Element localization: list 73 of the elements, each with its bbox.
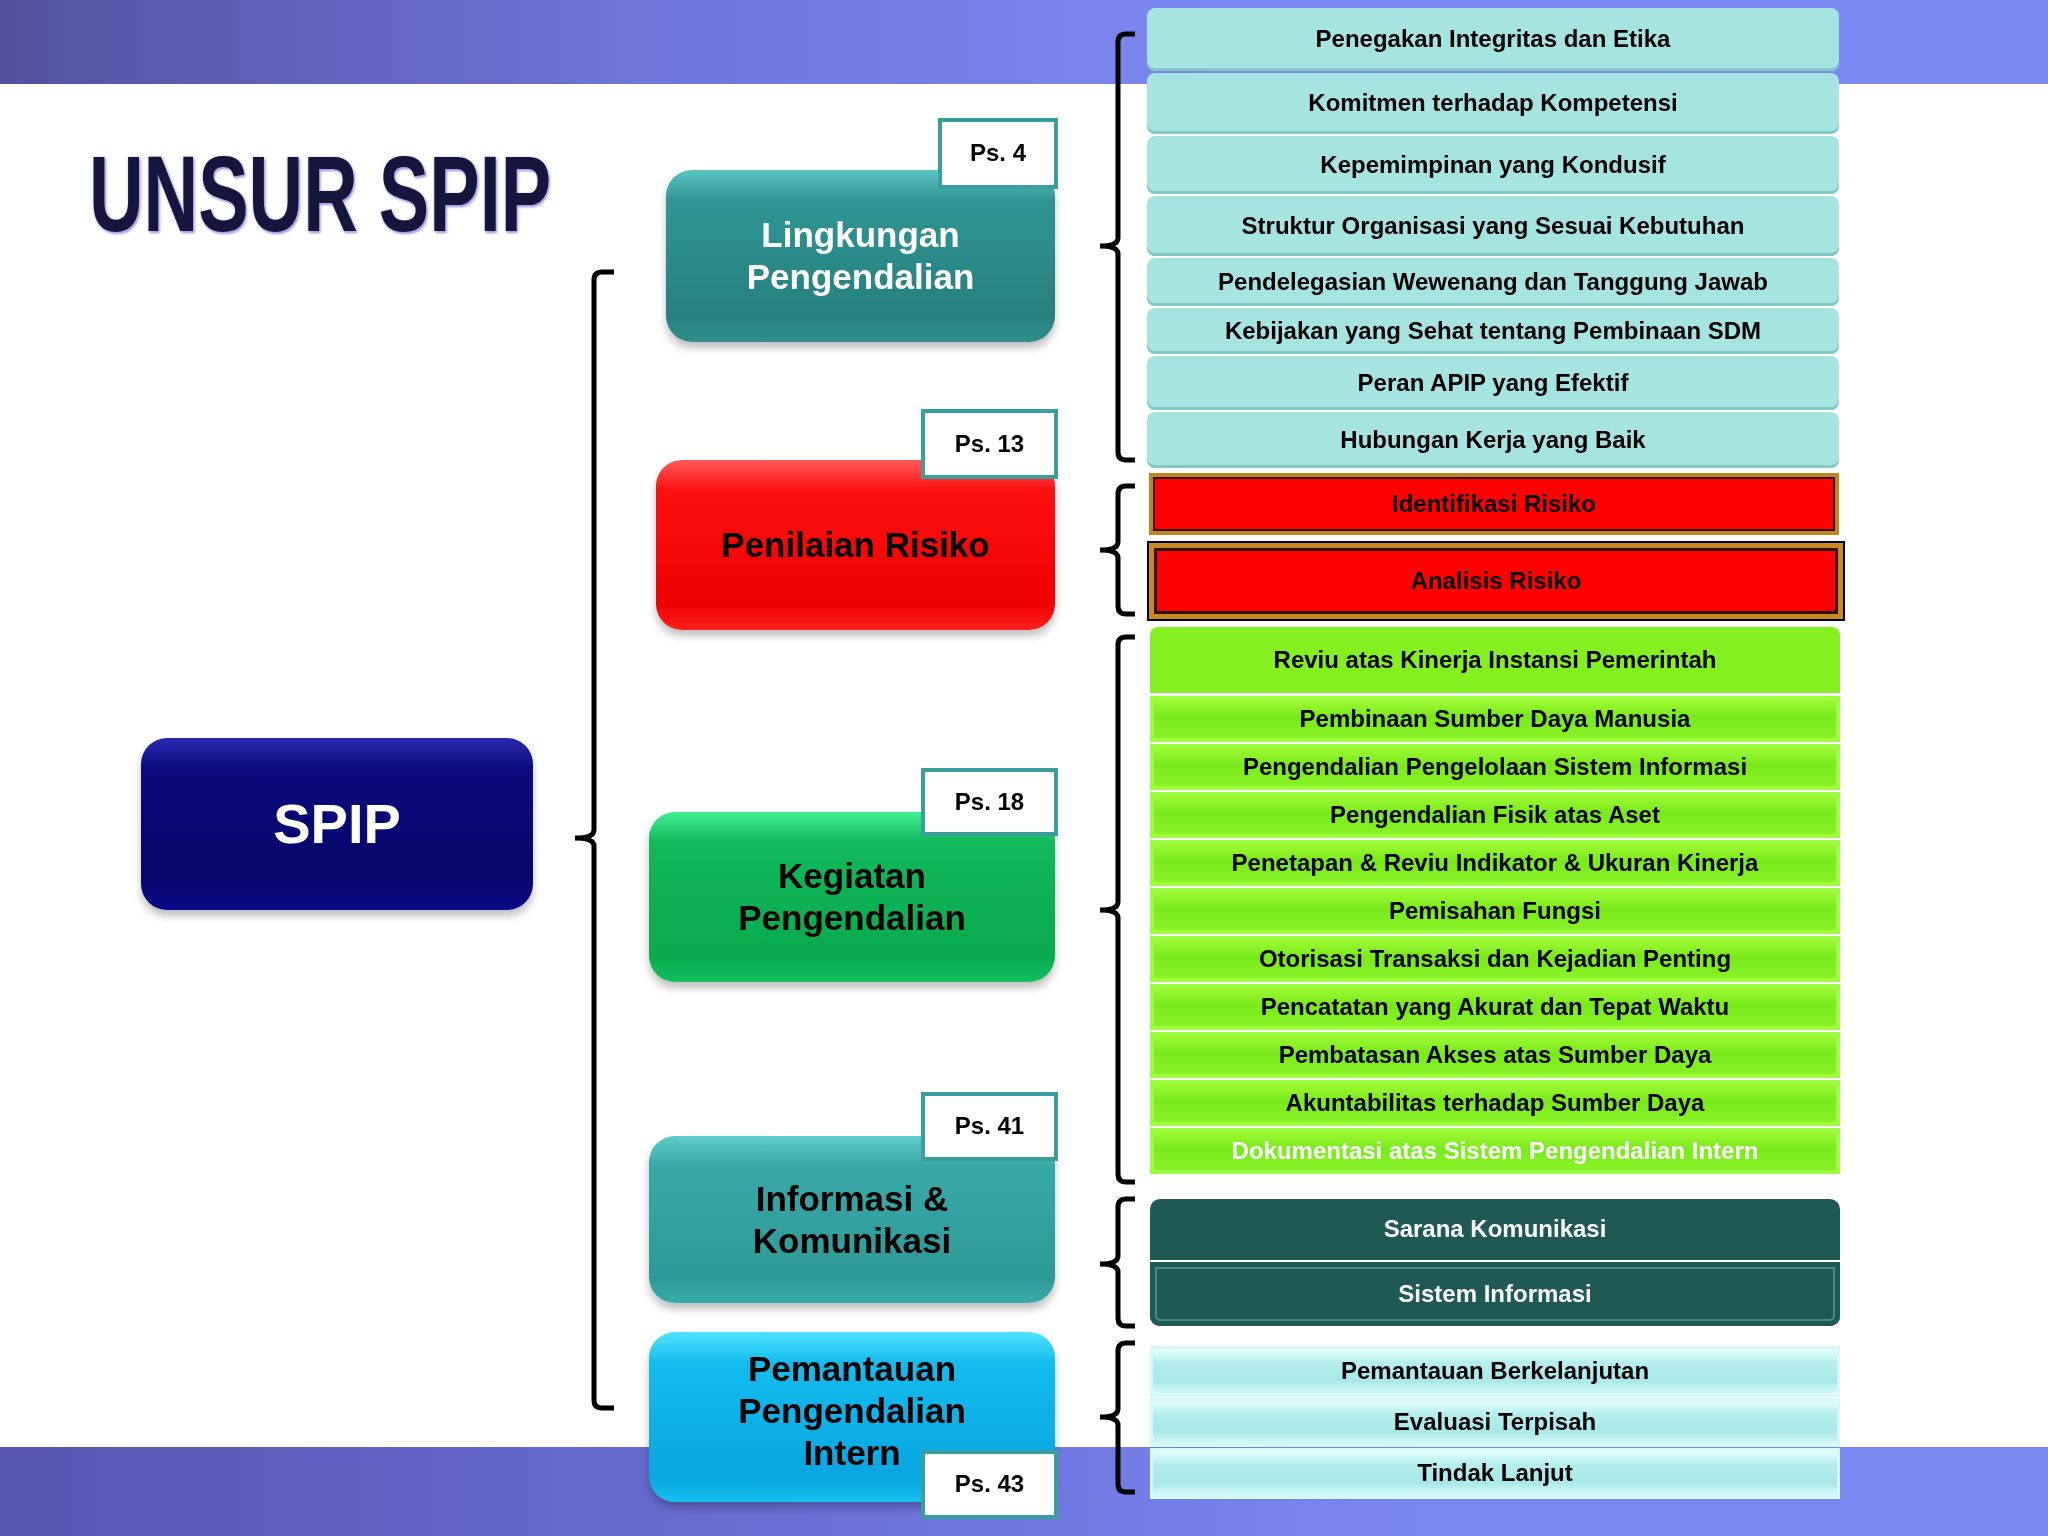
- item-label: Pengendalian Fisik atas Aset: [1330, 800, 1660, 830]
- item-label: Komitmen terhadap Kompetensi: [1308, 89, 1678, 118]
- reference-tag: [921, 768, 1058, 836]
- item-label: Peran APIP yang Efektif: [1357, 368, 1629, 398]
- item-bar: [1150, 744, 1840, 790]
- category-box: [649, 812, 1055, 982]
- item-bar: [1150, 1080, 1840, 1126]
- item-bar: [1150, 888, 1840, 934]
- reference-label: Ps. 13: [954, 429, 1025, 459]
- item-label: Pendelegasian Wewenang dan Tanggung Jawab: [1218, 267, 1768, 297]
- item-bar: [1150, 696, 1840, 742]
- item-label: Otorisasi Transaksi dan Kejadian Penting: [1258, 944, 1732, 974]
- item-label: Pengendalian Pengelolaan Sistem Informasi: [1242, 752, 1748, 782]
- item-label: Kepemimpinan yang Kondusif: [1320, 150, 1666, 180]
- category-box: [656, 460, 1055, 630]
- category-box: [666, 170, 1055, 342]
- item-bar: [1150, 1346, 1840, 1397]
- item-label: Analisis Risiko: [1410, 566, 1582, 596]
- category-box: [141, 738, 533, 910]
- item-bar: [1150, 1199, 1840, 1260]
- title: UNSUR SPIP: [89, 140, 552, 248]
- item-bar: [1150, 1398, 1840, 1447]
- item-label: Penegakan Integritas dan Etika: [1315, 25, 1671, 54]
- item-bar: [1150, 627, 1840, 693]
- item-bar: [1147, 308, 1839, 354]
- item-bar: [1150, 936, 1840, 982]
- item-label: Hubungan Kerja yang Baik: [1340, 425, 1646, 455]
- item-label: Reviu atas Kinerja Instansi Pemerintah: [1273, 645, 1717, 675]
- item-bar: [1147, 73, 1839, 134]
- item-bar: [1150, 1032, 1840, 1078]
- category-box: [649, 1332, 1055, 1502]
- item-bar: [1147, 8, 1839, 71]
- reference-label: Ps. 18: [954, 787, 1025, 817]
- item-bar: [1147, 136, 1839, 194]
- reference-tag: [921, 409, 1058, 479]
- item-label: Sistem Informasi: [1398, 1279, 1592, 1309]
- node-label: SPIP: [273, 791, 401, 858]
- item-label: Pencatatan yang Akurat dan Tepat Waktu: [1260, 992, 1730, 1022]
- item-bar: [1150, 984, 1840, 1030]
- item-label: Sarana Komunikasi: [1383, 1215, 1607, 1244]
- reference-tag: [921, 1092, 1058, 1161]
- reference-tag: [921, 1450, 1058, 1519]
- item-bar: [1150, 840, 1840, 886]
- category-box: [649, 1136, 1055, 1303]
- node-label: Kegiatan Pengendalian: [737, 855, 967, 939]
- item-bar: [1150, 1448, 1840, 1499]
- item-label: Pemisahan Fungsi: [1388, 896, 1602, 926]
- node-label: Penilaian Risiko: [721, 524, 990, 566]
- node-label: Informasi & Komunikasi: [751, 1177, 953, 1262]
- item-label: Dokumentasi atas Sistem Pengendalian Intern: [1231, 1136, 1759, 1166]
- item-label: Struktur Organisasi yang Sesuai Kebutuhan: [1241, 211, 1745, 241]
- item-bar: [1147, 412, 1839, 468]
- item-bar: [1150, 1262, 1840, 1326]
- item-label: Pembatasan Akses atas Sumber Daya: [1278, 1040, 1712, 1070]
- item-bar: [1150, 1128, 1840, 1174]
- item-label: Pemantauan Berkelanjutan: [1340, 1357, 1650, 1386]
- item-label: Penetapan & Reviu Indikator & Ukuran Kinerja: [1231, 848, 1759, 878]
- item-bar: [1147, 196, 1839, 256]
- item-bar: [1147, 258, 1839, 306]
- item-bar: [1147, 356, 1839, 410]
- item-bar: [1149, 473, 1839, 535]
- reference-tag: [938, 118, 1058, 189]
- item-bar: [1147, 541, 1845, 621]
- item-label: Akuntabilitas terhadap Sumber Daya: [1285, 1088, 1705, 1118]
- item-label: Identifikasi Risiko: [1391, 489, 1597, 519]
- item-label: Kebijakan yang Sehat tentang Pembinaan SDM: [1224, 316, 1762, 346]
- reference-label: Ps. 41: [954, 1112, 1025, 1141]
- item-label: Pembinaan Sumber Daya Manusia: [1299, 704, 1691, 734]
- reference-label: Ps. 4: [969, 139, 1026, 168]
- item-label: Evaluasi Terpisah: [1393, 1408, 1597, 1437]
- item-label: Tindak Lanjut: [1417, 1459, 1573, 1488]
- node-label: Lingkungan Pengendalian: [745, 214, 976, 298]
- item-bar: [1150, 792, 1840, 838]
